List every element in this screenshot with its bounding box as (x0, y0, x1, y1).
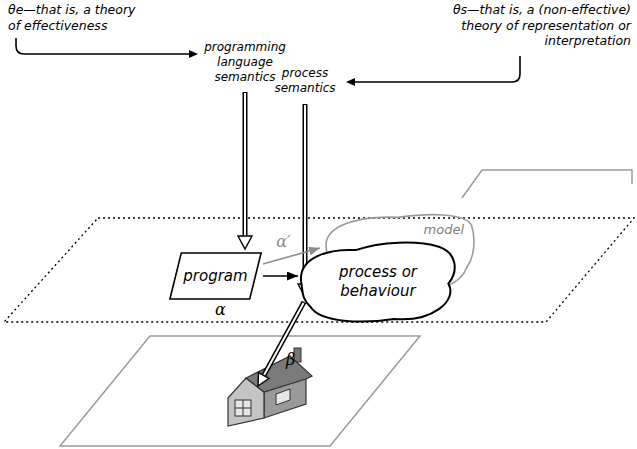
double-arrow (258, 302, 304, 386)
node-text: model (424, 222, 464, 238)
computation-plane (4, 218, 634, 322)
semantics-label: programming language semantics (200, 40, 290, 85)
semantics-label-box: programming language semantics (200, 40, 290, 85)
mapping-label: β (286, 350, 306, 370)
process-blob-outline (301, 243, 455, 322)
theory-note: θe—that is, a theory of effectiveness (8, 2, 140, 33)
mapping-label: α (215, 301, 226, 319)
theory-note-box: θe—that is, a theory of effectiveness (8, 2, 140, 33)
theory-note-box: θs—that is, a (non-effective) theory of … (431, 2, 631, 49)
node-text: process or behaviour (326, 263, 430, 301)
pointer-arrow (16, 38, 190, 54)
arrowhead (346, 78, 355, 86)
semantics-label: process semantics (270, 66, 340, 96)
theory-note: θs—that is, a (non-effective) theory of … (431, 2, 631, 49)
program-box: program (168, 252, 263, 300)
mapping-arrow (263, 275, 298, 277)
arrowhead (189, 50, 198, 58)
model-plane (462, 170, 632, 198)
process-blob: process or behaviour (298, 240, 458, 324)
semantics-label-box: process semantics (270, 66, 340, 96)
program-box-outline (170, 253, 261, 299)
world-plane (60, 336, 420, 446)
node-text: program (183, 267, 247, 286)
pointer-arrow (354, 56, 520, 82)
mapping-label: α′ (276, 233, 290, 251)
double-arrow (238, 92, 252, 249)
mapping-label-box: β (286, 350, 306, 370)
